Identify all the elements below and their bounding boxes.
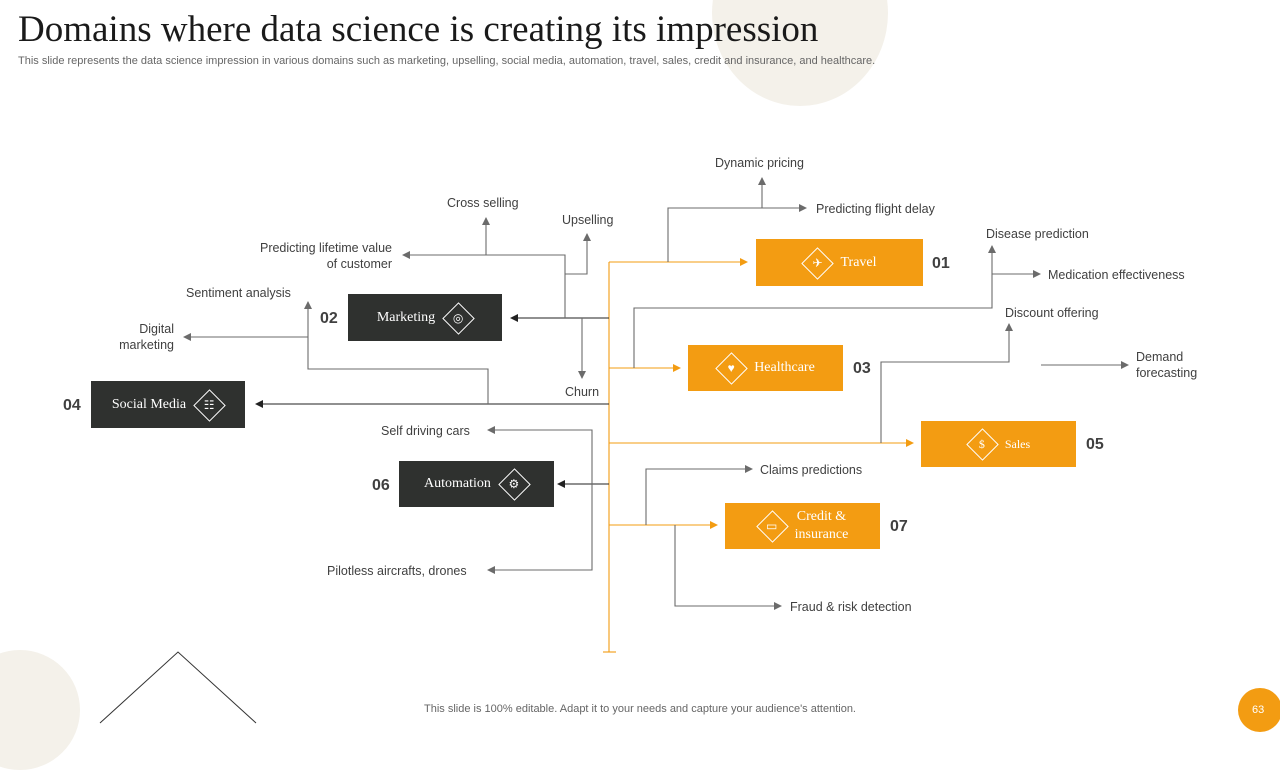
label-digital-marketing: Digital marketing <box>94 321 174 353</box>
decorative-triangle <box>99 651 257 724</box>
label-fraud-risk-detection: Fraud & risk detection <box>790 600 912 614</box>
label-medication-effectiveness: Medication effectiveness <box>1048 268 1185 282</box>
marketing-number: 02 <box>320 310 338 327</box>
label-discount-offering: Discount offering <box>1005 306 1099 320</box>
credit-insurance-label-line1: Credit & <box>796 509 847 524</box>
credit-insurance-label-line2: insurance <box>794 527 849 542</box>
label-disease-prediction: Disease prediction <box>986 227 1089 241</box>
credit-insurance-box: ▭ Credit & insurance <box>725 503 880 549</box>
gears-icon: ⚙ <box>499 469 529 499</box>
automation-box: Automation ⚙ <box>399 461 554 507</box>
label-demand-forecasting: Demand forecasting <box>1136 349 1197 381</box>
label-cross-selling: Cross selling <box>447 196 519 210</box>
label-predicting-flight-delay: Predicting flight delay <box>816 202 935 216</box>
page-number-badge: 63 <box>1238 688 1280 732</box>
credit-insurance-label: Credit & insurance <box>795 508 849 544</box>
label-demand-forecasting-line2: forecasting <box>1136 366 1198 380</box>
label-dynamic-pricing: Dynamic pricing <box>715 156 804 170</box>
healthcare-box: ♥ Healthcare <box>688 345 843 391</box>
sales-label: Sales <box>1004 437 1031 451</box>
label-sentiment-analysis: Sentiment analysis <box>186 286 291 300</box>
travel-label: Travel <box>840 254 877 270</box>
travel-icon: ✈ <box>802 248 832 278</box>
page-subtitle: This slide represents the data science i… <box>18 55 876 67</box>
social-media-icon: ☷ <box>194 390 224 420</box>
label-self-driving-cars: Self driving cars <box>381 424 470 438</box>
footer-note: This slide is 100% editable. Adapt it to… <box>424 703 856 715</box>
credit-insurance-number: 07 <box>890 518 908 535</box>
label-demand-forecasting-line1: Demand <box>1136 350 1184 364</box>
sales-number: 05 <box>1086 436 1104 453</box>
healthcare-number: 03 <box>853 360 871 377</box>
marketing-label: Marketing <box>376 309 436 325</box>
label-predicting-lifetime-line1: Predicting lifetime value <box>259 241 392 255</box>
social-media-label: Social Media <box>111 396 187 412</box>
sales-box: $ Sales <box>921 421 1076 467</box>
label-churn: Churn <box>565 385 600 399</box>
marketing-box: Marketing ◎ <box>348 294 502 341</box>
healthcare-hands-icon: ♥ <box>716 353 746 383</box>
credit-card-shield-icon: ▭ <box>757 511 787 541</box>
automation-label: Automation <box>424 476 491 491</box>
label-claims-predictions: Claims predictions <box>760 463 863 477</box>
page-title: Domains where data science is creating i… <box>18 9 819 50</box>
label-upselling: Upselling <box>562 213 614 227</box>
social-media-number: 04 <box>63 397 81 414</box>
target-icon: ◎ <box>443 303 473 333</box>
automation-number: 06 <box>372 477 390 494</box>
healthcare-label: Healthcare <box>754 360 815 375</box>
social-media-box: Social Media ☷ <box>91 381 245 428</box>
label-predicting-lifetime-value: Predicting lifetime value of customer <box>232 240 392 272</box>
sales-chart-icon: $ <box>967 429 997 459</box>
travel-box: ✈ Travel <box>756 239 923 286</box>
label-digital-marketing-line2: marketing <box>119 338 174 352</box>
connector-lines <box>183 177 1129 653</box>
travel-number: 01 <box>932 255 950 272</box>
label-predicting-lifetime-line2: of customer <box>326 257 392 271</box>
label-pilotless-aircrafts: Pilotless aircrafts, drones <box>327 564 467 578</box>
label-digital-marketing-line1: Digital <box>139 322 174 336</box>
